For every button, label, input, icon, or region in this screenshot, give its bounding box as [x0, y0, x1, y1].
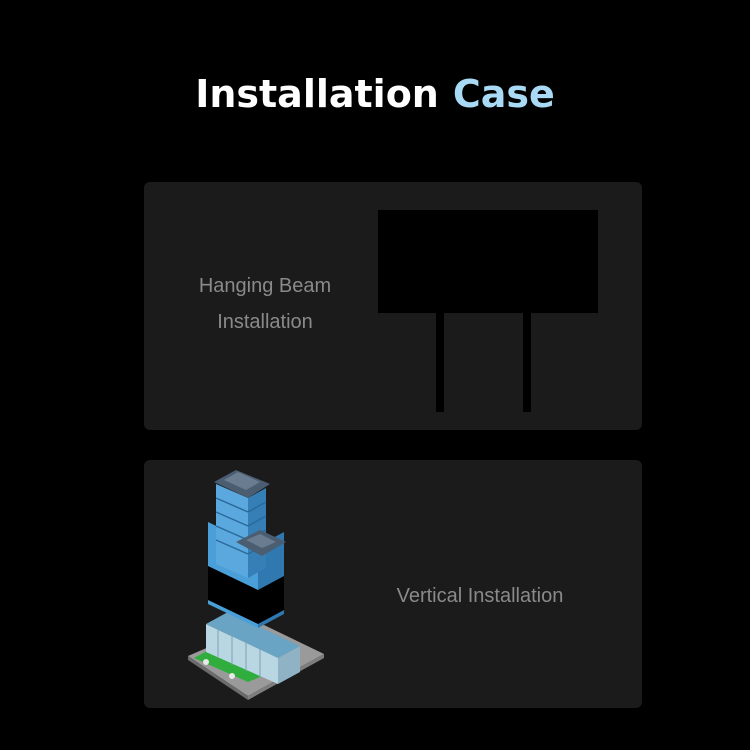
skyscraper-icon: [188, 470, 324, 700]
hanging-beam-label: Hanging Beam Installation: [174, 268, 356, 340]
billboard-icon: [378, 210, 598, 412]
title-accent-word: Case: [452, 72, 555, 116]
vertical-installation-label: Vertical Installation: [396, 585, 564, 607]
hanging-beam-label-line1: Hanging Beam: [198, 275, 332, 297]
hanging-beam-label-line2: Installation: [217, 311, 313, 333]
page-title: Installation Case: [0, 68, 750, 120]
vertical-installation-card: Vertical Installation: [144, 460, 642, 708]
hanging-beam-card: Hanging Beam Installation: [144, 182, 642, 430]
title-primary-word: Installation: [195, 72, 439, 116]
